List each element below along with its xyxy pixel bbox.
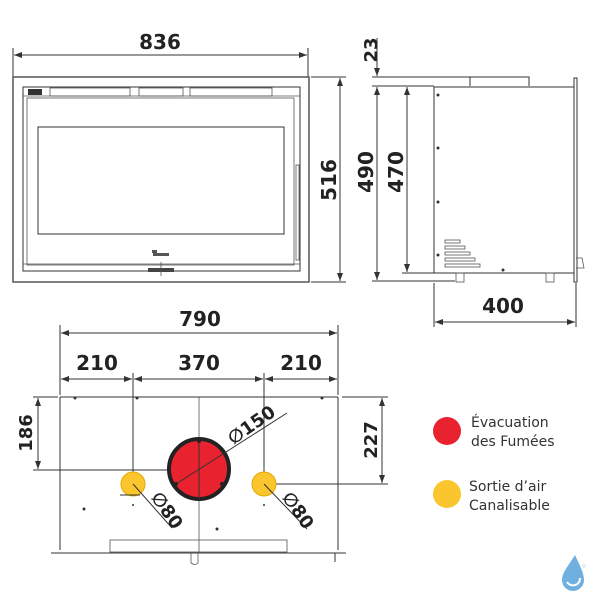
air-outlet-right-label: ∅80 bbox=[277, 488, 317, 533]
flue-diameter-label: ∅150 bbox=[224, 402, 279, 450]
legend-air-line2: Canalisable bbox=[469, 498, 550, 514]
body-height-label: 470 bbox=[384, 151, 408, 193]
plan-width-label: 790 bbox=[179, 307, 221, 331]
drop-logo-icon bbox=[562, 555, 586, 591]
right-offset-label: 210 bbox=[280, 351, 322, 375]
legend-item-flue: Évacuation des Fumées bbox=[433, 414, 555, 450]
collar-height-label: 23 bbox=[361, 37, 382, 62]
top-view: 790 210 370 210 186 bbox=[16, 307, 388, 565]
side-view: 23 490 470 bbox=[354, 37, 585, 327]
legend: Évacuation des Fumées Sortie d’air Canal… bbox=[433, 414, 555, 514]
left-depth-label: 186 bbox=[16, 414, 37, 452]
left-offset-label: 210 bbox=[76, 351, 118, 375]
rating-plate bbox=[444, 239, 481, 268]
front-width-label: 836 bbox=[139, 30, 181, 54]
flue-swatch-icon bbox=[433, 417, 461, 445]
brand-logo-mark bbox=[152, 250, 169, 256]
legend-air-line1: Sortie d’air bbox=[469, 479, 546, 495]
air-swatch-icon bbox=[433, 480, 461, 508]
legend-item-air: Sortie d’air Canalisable bbox=[433, 479, 550, 514]
air-outlet-right: ∅80 bbox=[251, 471, 318, 533]
front-view: 836 516 bbox=[12, 30, 346, 283]
front-height-label: 516 bbox=[317, 159, 341, 201]
center-span-label: 370 bbox=[178, 351, 220, 375]
total-height-label: 490 bbox=[354, 151, 378, 193]
depth-label: 400 bbox=[482, 294, 524, 318]
right-depth-label: 227 bbox=[361, 421, 382, 459]
legend-flue-line2: des Fumées bbox=[471, 434, 555, 450]
legend-flue-line1: Évacuation bbox=[471, 414, 549, 431]
